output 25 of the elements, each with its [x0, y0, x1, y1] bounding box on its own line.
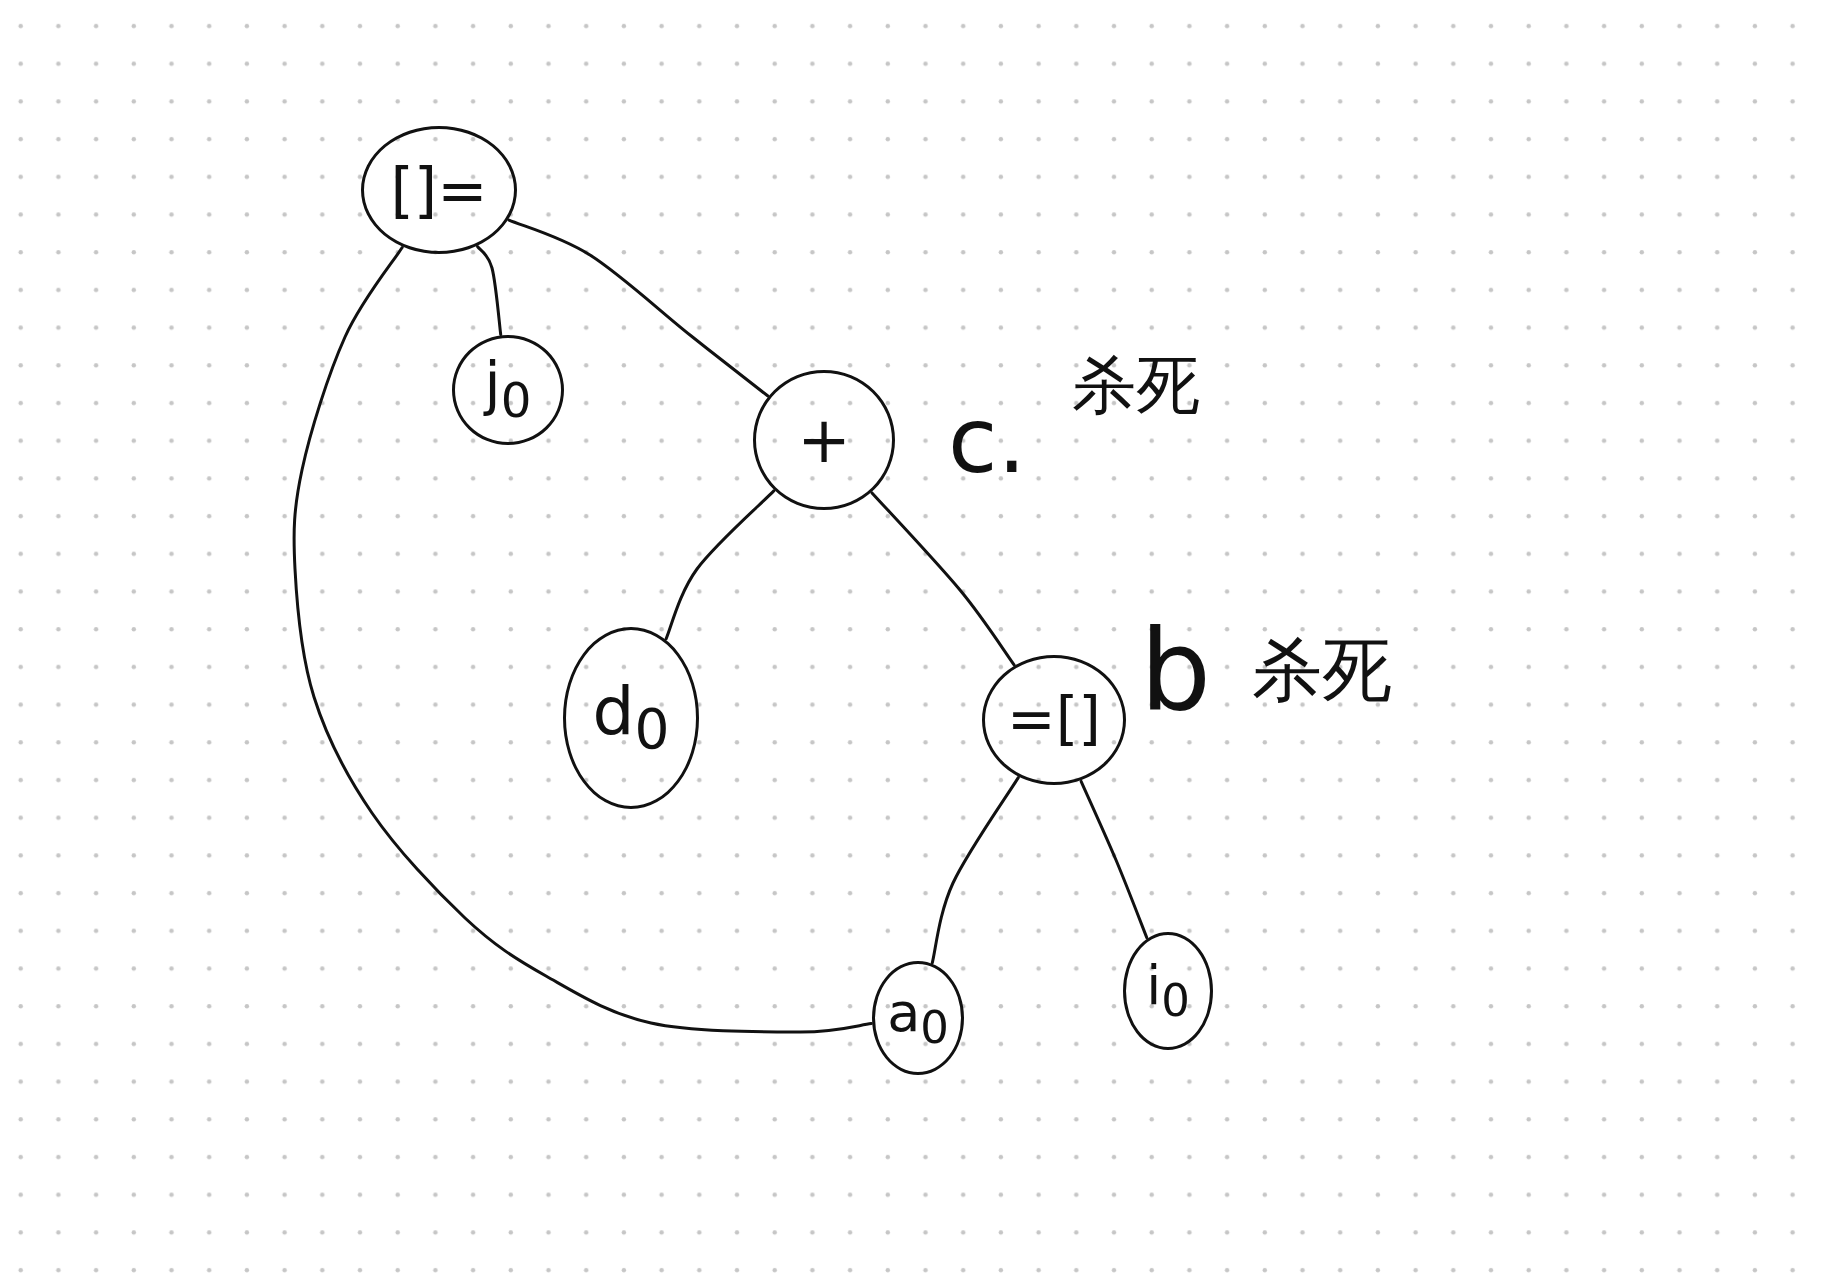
node-label: +	[797, 404, 851, 476]
node-label: j$_{0}$	[484, 353, 532, 427]
connector-line	[292, 246, 873, 1034]
node-label: a$_{0}$	[887, 983, 949, 1053]
annotation-label: c.	[948, 394, 1027, 489]
node-label: =[]	[1007, 688, 1101, 752]
annotation-label: 杀死	[1252, 634, 1392, 708]
connector-line	[476, 245, 503, 336]
node-circle	[753, 370, 895, 510]
annotation-label: b	[1140, 612, 1212, 730]
node-circle	[563, 627, 699, 809]
annotation-label: 杀死	[1072, 352, 1200, 420]
node-circle	[452, 335, 564, 445]
node-circle	[982, 655, 1126, 785]
node-circle	[361, 126, 517, 254]
connector-line	[507, 218, 770, 398]
connector-line	[870, 491, 1016, 667]
connector-line	[930, 776, 1020, 965]
connector-line	[664, 489, 776, 641]
node-label: []=	[390, 157, 488, 223]
connector-line	[1079, 779, 1149, 940]
node-circle	[1123, 932, 1213, 1050]
node-label: d$_{0}$	[592, 676, 670, 760]
node-circle	[872, 961, 964, 1075]
node-label: i$_{0}$	[1146, 956, 1190, 1026]
